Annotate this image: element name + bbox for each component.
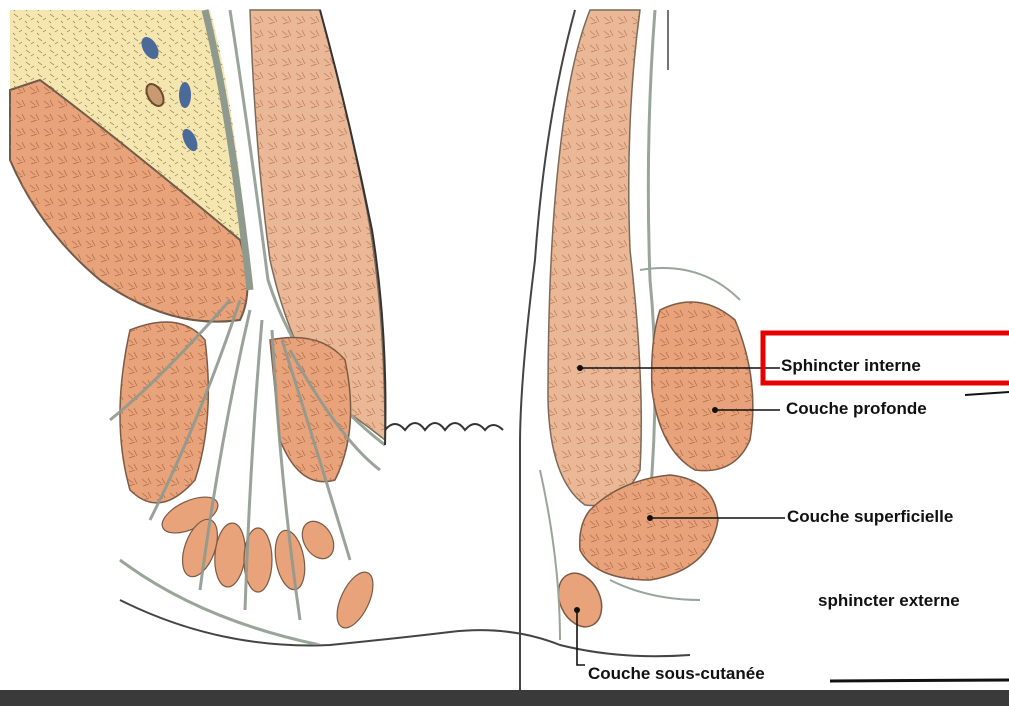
label-sphincter-externe: sphincter externe [818,591,960,611]
label-couche-profonde: Couche profonde [786,399,927,419]
underline-profonde [965,392,1009,395]
label-sphincter-interne: Sphincter interne [781,356,921,376]
label-couche-superficielle: Couche superficielle [787,507,953,527]
label-couche-sous-cutanee: Couche sous-cutanée [588,664,765,684]
vessel-2 [179,82,191,108]
underline-sous-cutanee [830,680,1009,681]
bottom-bar [0,690,1009,706]
